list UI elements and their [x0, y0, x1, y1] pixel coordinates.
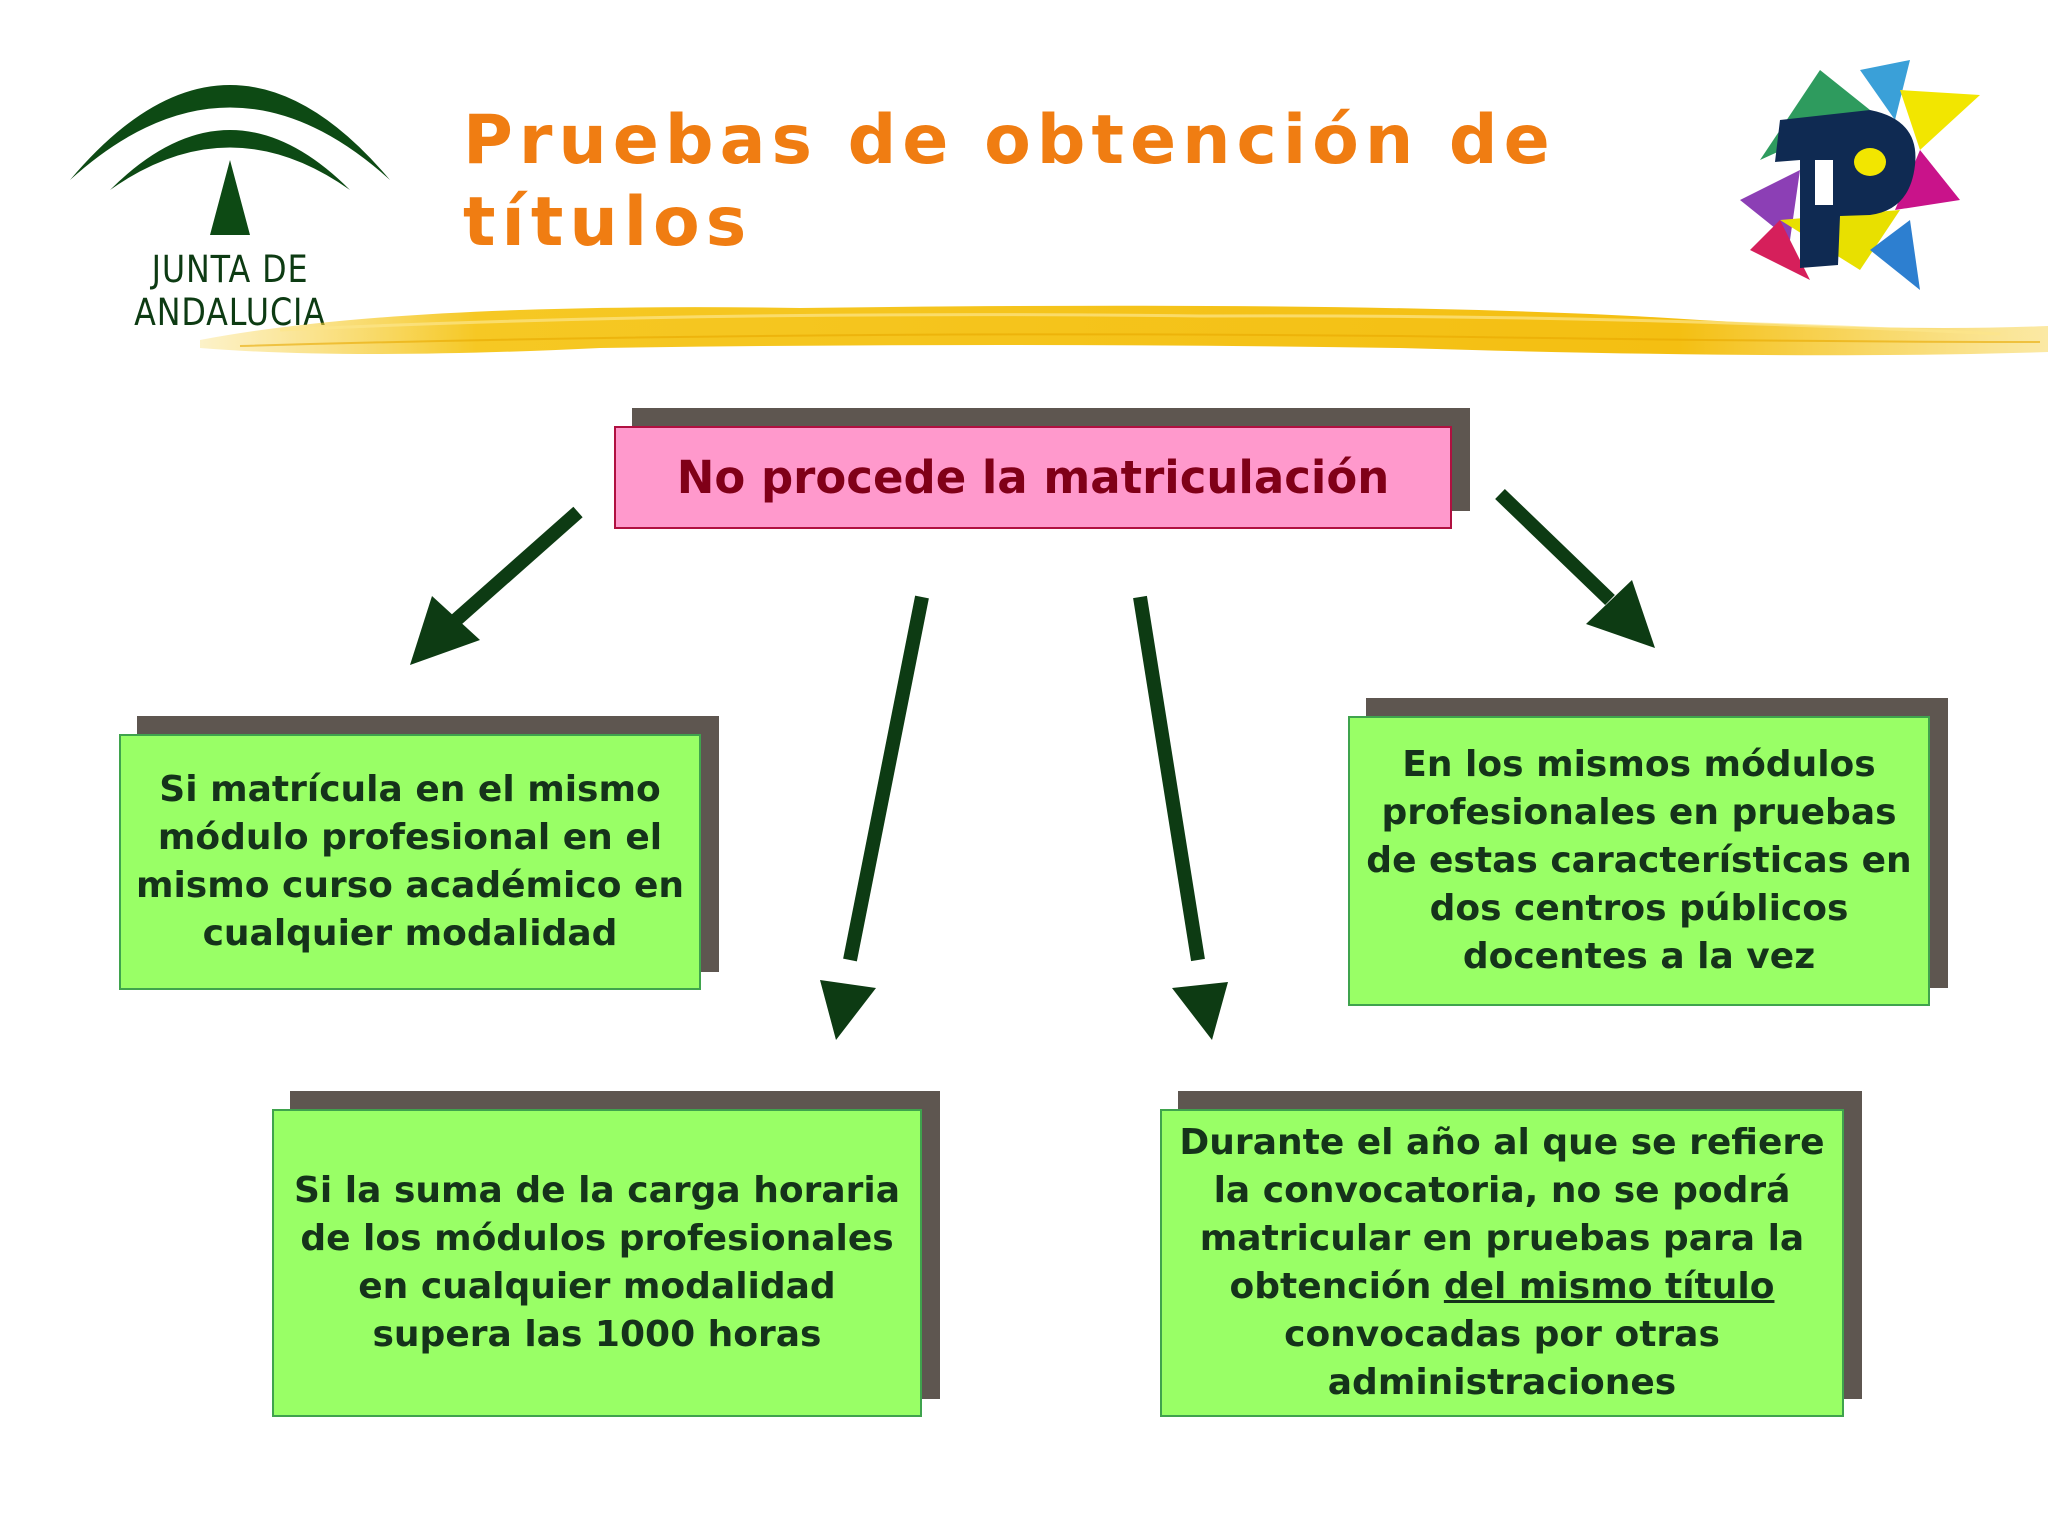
- condition-text-1000-hours: Si la suma de la carga horaria de los mó…: [293, 1170, 901, 1355]
- arrow-to-box2: [1495, 488, 1655, 648]
- condition-box-1000-hours: Si la suma de la carga horaria de los mó…: [272, 1109, 922, 1417]
- page-title: Pruebas de obtención de títulos: [463, 100, 1663, 264]
- arrow-to-box4: [1133, 595, 1228, 1040]
- condition-text-other-administrations: Durante el año al que se refiere la conv…: [1174, 1119, 1830, 1407]
- title-line-1: Pruebas de obtención de: [463, 101, 1556, 180]
- condition-text-two-centers: En los mismos módulos profesionales en p…: [1366, 744, 1912, 977]
- condition-text-underlined: del mismo título: [1443, 1266, 1775, 1307]
- junta-de-andalucia-logo: JUNTA DE ANDALUCIA: [60, 50, 400, 334]
- fp-logo-icon: [1740, 60, 1980, 290]
- condition-box-two-centers: En los mismos módulos profesionales en p…: [1348, 716, 1930, 1006]
- condition-text-same-module: Si matrícula en el mismo módulo profesio…: [135, 769, 685, 954]
- arrow-to-box1: [410, 506, 583, 665]
- condition-box-other-administrations: Durante el año al que se refiere la conv…: [1160, 1109, 1844, 1417]
- yellow-brush-stroke: [200, 305, 2048, 356]
- logo-text: JUNTA DE ANDALUCIA: [134, 248, 326, 334]
- fp-logo: FP: [1720, 50, 1990, 300]
- condition-box-same-module: Si matrícula en el mismo módulo profesio…: [119, 734, 701, 990]
- junta-arch-icon: [70, 85, 390, 235]
- condition-text-part1: Durante el año al que se refiere la conv…: [1179, 1122, 1825, 1307]
- main-condition-text: No procede la matriculación: [676, 451, 1390, 504]
- main-condition-box: No procede la matriculación: [614, 426, 1452, 529]
- arrow-to-box3: [820, 595, 929, 1040]
- title-line-2: títulos: [463, 183, 753, 262]
- condition-text-part2: convocadas por otras administraciones: [1284, 1314, 1720, 1403]
